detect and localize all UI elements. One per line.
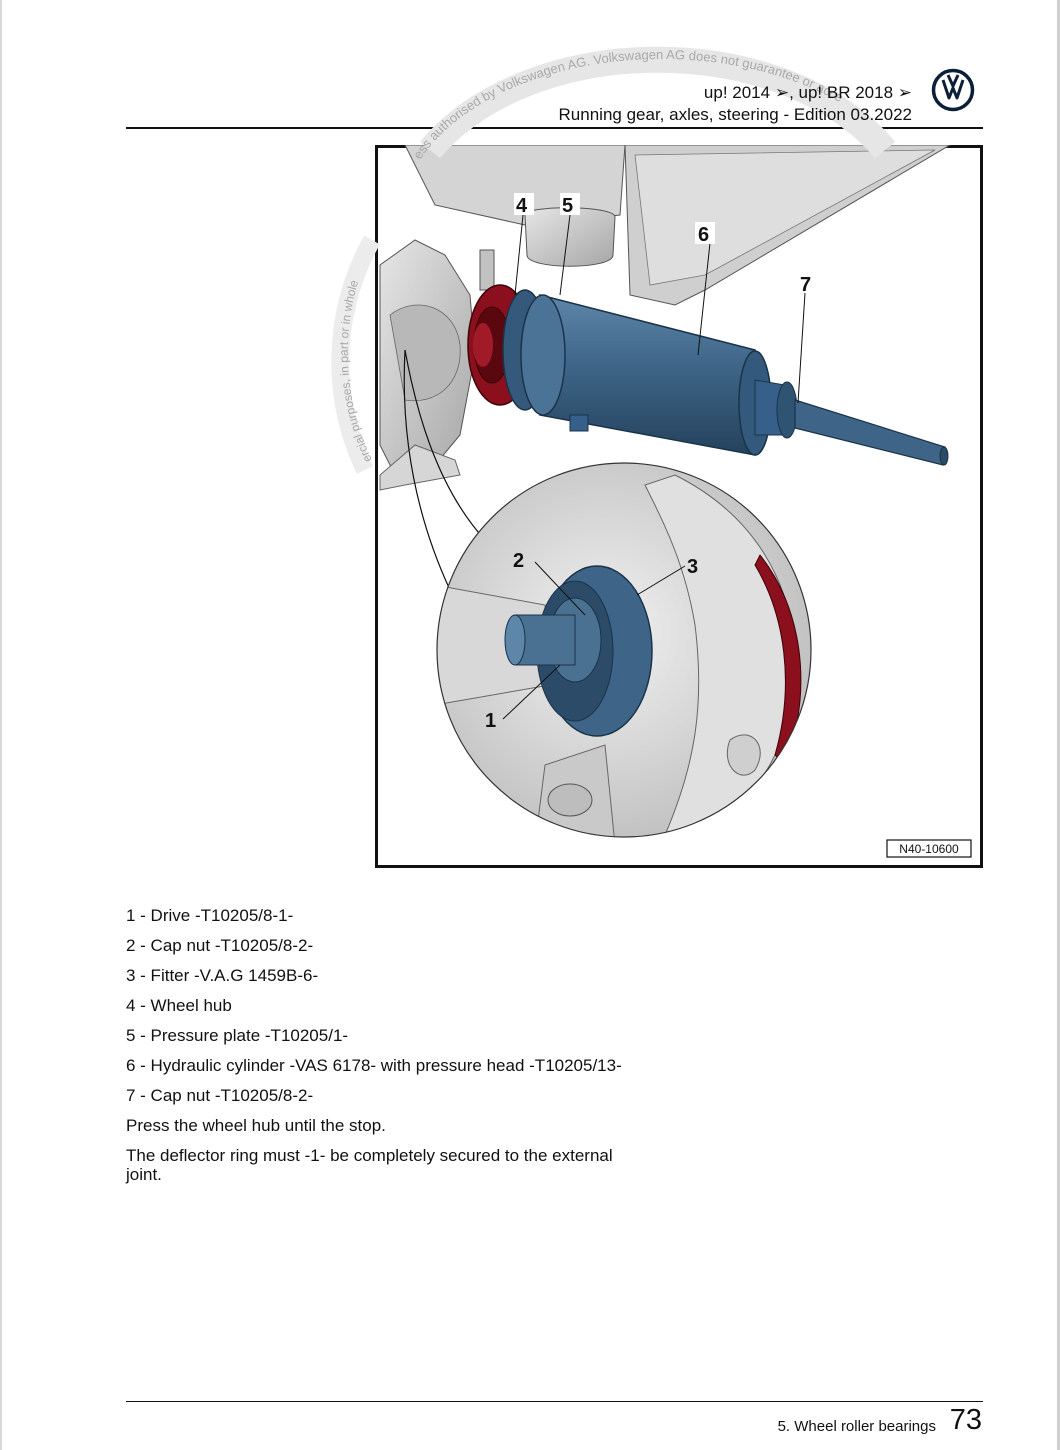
header-manual-title: Running gear, axles, steering - Edition … [558,105,912,124]
legend-item: 6 - Hydraulic cylinder -VAS 6178- with p… [126,1056,622,1075]
figure-legend: 1 - Drive -T10205/8-1- 2 - Cap nut -T102… [126,906,626,1195]
technical-illustration: 4 5 6 7 2 3 1 N40-10600 [375,145,983,868]
legend-item: 5 - Pressure plate -T10205/1- [126,1026,349,1045]
callout-7: 7 [800,274,811,296]
figure-reference: N40-10600 [899,842,959,856]
legend-item: 7 - Cap nut -T10205/8-2- [126,1086,314,1105]
legend-item: 2 - Cap nut -T10205/8-2- [126,936,314,955]
document-header: up! 2014 ➢, up! BR 2018 ➢ Running gear, … [559,82,912,126]
illustration-svg: 4 5 6 7 2 3 1 N40-10600 [375,145,983,868]
legend-item: 4 - Wheel hub [126,996,232,1015]
callout-6: 6 [698,224,709,246]
header-model-line: up! 2014 ➢, up! BR 2018 ➢ [703,83,912,102]
watermark-left-text: ercial purposes, in part or in whole [337,278,375,465]
callout-4: 4 [516,195,528,217]
page-edge-left [0,0,2,1450]
page-edge-right [1057,0,1060,1450]
page-number: 73 [949,1404,982,1436]
instruction-text: Press the wheel hub until the stop. [126,1116,386,1135]
detail-magnifier [437,463,811,837]
upper-assembly [379,145,951,491]
callout-5: 5 [562,195,573,217]
callout-2: 2 [513,550,524,572]
footer-rule [126,1401,983,1402]
instruction-note: The deflector ring must -1- be completel… [126,1146,613,1184]
svg-text:ercial purposes, in part or in: ercial purposes, in part or in whole [337,278,375,465]
callout-1: 1 [485,710,496,732]
footer-section-title: 5. Wheel roller bearings [777,1418,936,1435]
vw-logo-icon [931,68,975,112]
legend-item: 1 - Drive -T10205/8-1- [126,906,294,925]
header-rule [126,127,983,129]
callout-3: 3 [687,556,698,578]
legend-item: 3 - Fitter -V.A.G 1459B-6- [126,966,319,985]
